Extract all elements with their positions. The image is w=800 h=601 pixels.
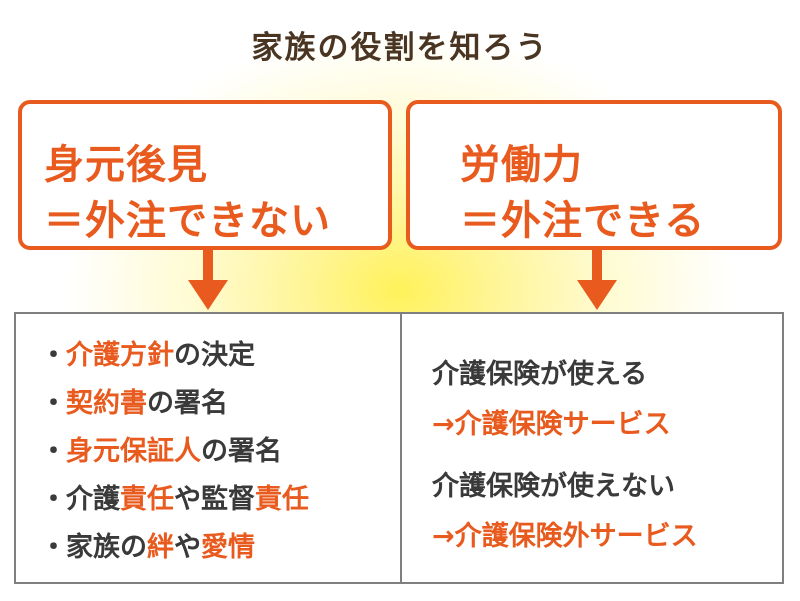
list-item: ・契約書の署名	[40, 380, 309, 428]
list-item: ・身元保証人の署名	[40, 428, 309, 476]
care-services-panel: 介護保険が使える →介護保険サービス 介護保険が使えない →介護保険外サービス	[400, 312, 784, 584]
list-item: ・介護責任や監督責任	[40, 476, 309, 524]
insurance-service-text: →介護保険サービス	[432, 409, 671, 440]
bullet-dot: ・	[40, 340, 67, 371]
can-outsource-heading: 労働力	[460, 142, 583, 188]
list-item: ・介護方針の決定	[40, 332, 309, 380]
insurance-unusable-text: 介護保険が使えない	[432, 471, 675, 502]
cannot-outsource-subheading: ＝外注できない	[44, 198, 331, 244]
list-item: ・家族の絆や愛情	[40, 524, 309, 572]
non-insurance-service-text: →介護保険外サービス	[432, 521, 698, 552]
down-arrow-icon	[577, 250, 617, 310]
cannot-outsource-heading: 身元後見	[44, 142, 208, 188]
bullet-dot: ・	[40, 436, 67, 467]
family-roles-list: ・介護方針の決定 ・契約書の署名 ・身元保証人の署名 ・介護責任や監督責任 ・家…	[40, 332, 309, 572]
bullet-dot: ・	[40, 532, 67, 563]
down-arrow-icon	[188, 250, 228, 310]
bullet-dot: ・	[40, 484, 67, 515]
family-roles-panel: ・介護方針の決定 ・契約書の署名 ・身元保証人の署名 ・介護責任や監督責任 ・家…	[14, 312, 402, 584]
bullet-dot: ・	[40, 388, 67, 419]
can-outsource-box: 労働力 ＝外注できる	[406, 100, 782, 250]
diagram-title: 家族の役割を知ろう	[251, 30, 549, 66]
cannot-outsource-box: 身元後見 ＝外注できない	[18, 100, 392, 250]
insurance-usable-text: 介護保険が使える	[432, 359, 648, 390]
can-outsource-subheading: ＝外注できる	[460, 198, 706, 244]
